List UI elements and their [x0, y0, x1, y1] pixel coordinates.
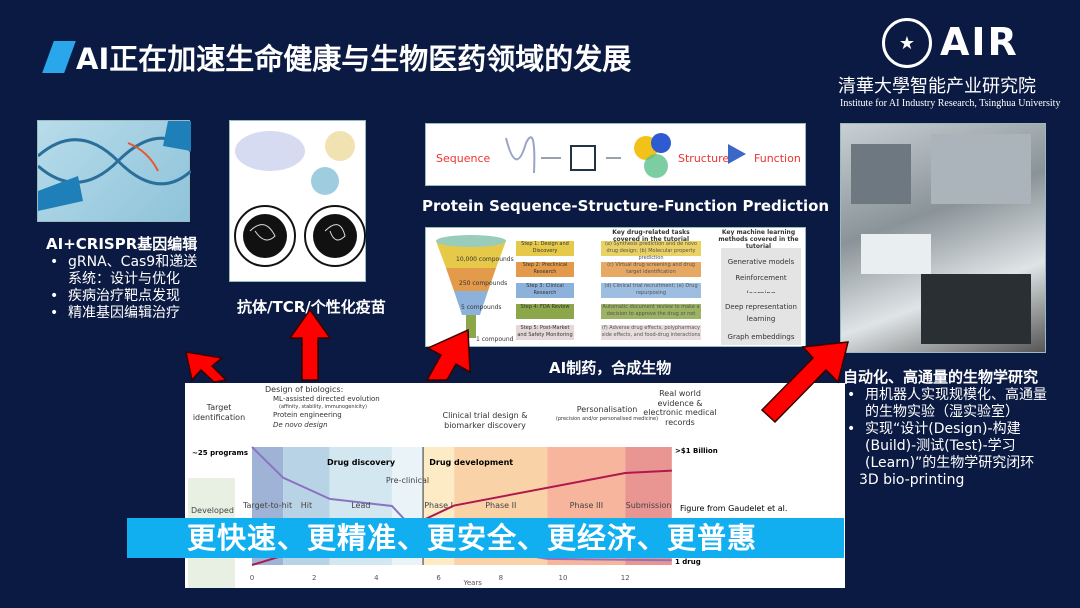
protein-diagram: Sequence Structure Function: [425, 123, 806, 186]
list-item: 用机器人实现规模化、高通量的生物实验（湿实验室）: [843, 387, 1048, 421]
chart-annotation: Design of biologics:: [265, 385, 344, 394]
tasks-header: Key drug-related tasks covered in the tu…: [612, 229, 690, 243]
protein-sequence-label: Sequence: [436, 152, 491, 165]
play-arrow-icon: [728, 144, 746, 164]
list-item: 精准基因编辑治疗: [46, 305, 206, 322]
pipeline-task: (a) Synthesis prediction and de novo dru…: [601, 241, 701, 261]
methods-header: Key machine learning methods covered in …: [718, 229, 799, 250]
slogan-banner: 更快速、更精准、更安全、更经济、更普惠: [127, 518, 844, 558]
method-label: Generative models: [727, 258, 795, 266]
section-label: Drug development: [429, 458, 513, 467]
stage-label: Submission: [626, 501, 672, 510]
right-bottom-label: 1 drug: [675, 558, 701, 566]
list-item: 疾病治疗靶点发现: [46, 288, 206, 305]
pipeline-step: Step 5: Post-Market and Safety Monitorin…: [516, 325, 574, 340]
x-tick-label: 8: [499, 574, 503, 582]
crispr-image: [37, 120, 193, 222]
x-tick-label: 10: [559, 574, 568, 582]
automation-list: 用机器人实现规模化、高通量的生物实验（湿实验室） 实现“设计(Design)-构…: [843, 387, 1048, 472]
chart-annotation: Real world evidence & electronic medical…: [643, 389, 717, 427]
figure-note: Figure from Gaudelet et al.: [680, 504, 787, 513]
list-item: 实现“设计(Design)-构建(Build)-测试(Test)-学习(Lear…: [843, 421, 1048, 472]
pipeline-task: (f) Adverse drug effects, polypharmacy s…: [601, 325, 701, 340]
x-tick-label: 0: [250, 574, 254, 582]
pipeline-step: Step 2: Preclinical Research: [516, 262, 574, 277]
right-top-label: >$1 Billion: [675, 447, 718, 455]
pipeline-task: Automatic document review to make a deci…: [601, 304, 701, 319]
funnel-label: 5 compounds: [461, 304, 502, 311]
left-top-label: ~25 programs: [192, 449, 248, 457]
chart-annotation: Clinical trial design & biomarker discov…: [442, 411, 528, 430]
crispr-heading: AI+CRISPR基因编辑: [46, 235, 198, 253]
logo-brand: AIR: [940, 20, 1019, 64]
x-tick-label: 6: [436, 574, 441, 582]
tcr-heading: 抗体/TCR/个性化疫苗: [237, 298, 386, 316]
chart-annotation: ML-assisted directed evolution: [273, 395, 380, 403]
method-label: Graph embeddings: [727, 333, 795, 341]
protein-caption: Protein Sequence-Structure-Function Pred…: [422, 197, 830, 215]
red-arrow-icon: [185, 351, 228, 383]
red-arrow-icon: [425, 328, 471, 381]
stage-label: Phase II: [485, 501, 516, 510]
page-title: AI正在加速生命健康与生物医药领域的发展: [42, 36, 631, 78]
tcr-image: [229, 120, 366, 282]
protein-function-label: Function: [754, 152, 801, 165]
chart-annotation: Protein engineering: [273, 411, 342, 419]
pipeline-task: (d) Clinical trial recruitment; (e) Drug…: [601, 283, 701, 298]
x-axis-label: Years: [462, 579, 482, 587]
stage-label: Pre-clinical: [386, 476, 429, 485]
bio-printing-text: 3D bio-printing: [859, 472, 965, 488]
tsinghua-seal-icon: ★: [882, 18, 932, 68]
pipeline-caption: AI制药，合成生物: [549, 359, 672, 377]
logo-en: Institute for AI Industry Research, Tsin…: [840, 98, 1061, 109]
automation-heading: 自动化、高通量的生物学研究: [843, 368, 1039, 386]
chart-annotation: (affinity, stability, immunogenicity): [279, 404, 367, 410]
pipeline-step: Step 1: Design and Discovery: [516, 241, 574, 256]
x-tick-label: 12: [621, 574, 630, 582]
pipeline-task: (c) Virtual drug screening and drug targ…: [601, 262, 701, 277]
stage-label: Phase III: [570, 501, 604, 510]
pipeline-step: Step 4: FDA Review: [516, 304, 574, 319]
red-arrow-icon: [760, 341, 849, 424]
funnel-label: 1 compound: [476, 336, 514, 343]
chart-annotation: Personalisation: [576, 405, 638, 414]
developed-label: Developed: [191, 506, 234, 515]
method-label: Deep representation learning: [724, 303, 797, 323]
logo-cn: 清華大學智能产业研究院: [838, 76, 1036, 97]
chart-annotation: Target identification: [192, 403, 246, 422]
stage-label: Target-to-hit: [242, 501, 292, 510]
section-label: Drug discovery: [327, 458, 396, 467]
red-arrow-icon: [288, 308, 332, 381]
stage-label: Lead: [351, 501, 370, 510]
funnel-label: 10,000 compounds: [456, 256, 514, 263]
protein-structure-label: Structure: [678, 152, 730, 165]
pipeline-step: Step 3: Clinical Research: [516, 283, 574, 298]
funnel-label: 250 compounds: [459, 280, 508, 287]
stage-label: Phase I: [424, 501, 453, 510]
stage-label: Hit: [301, 501, 312, 510]
crispr-list: gRNA、Cas9和递送系统：设计与优化 疾病治疗靶点发现 精准基因编辑治疗: [46, 254, 206, 322]
chart-annotation: (precision and/or personalised medicine): [555, 416, 659, 422]
drug-pipeline-diagram: 10,000 compounds 250 compounds 5 compoun…: [425, 227, 806, 347]
lab-automation-photo: [840, 123, 1046, 353]
x-tick-label: 2: [312, 574, 316, 582]
x-tick-label: 4: [374, 574, 379, 582]
chart-annotation: De novo design: [273, 421, 328, 429]
list-item: gRNA、Cas9和递送系统：设计与优化: [46, 254, 206, 288]
